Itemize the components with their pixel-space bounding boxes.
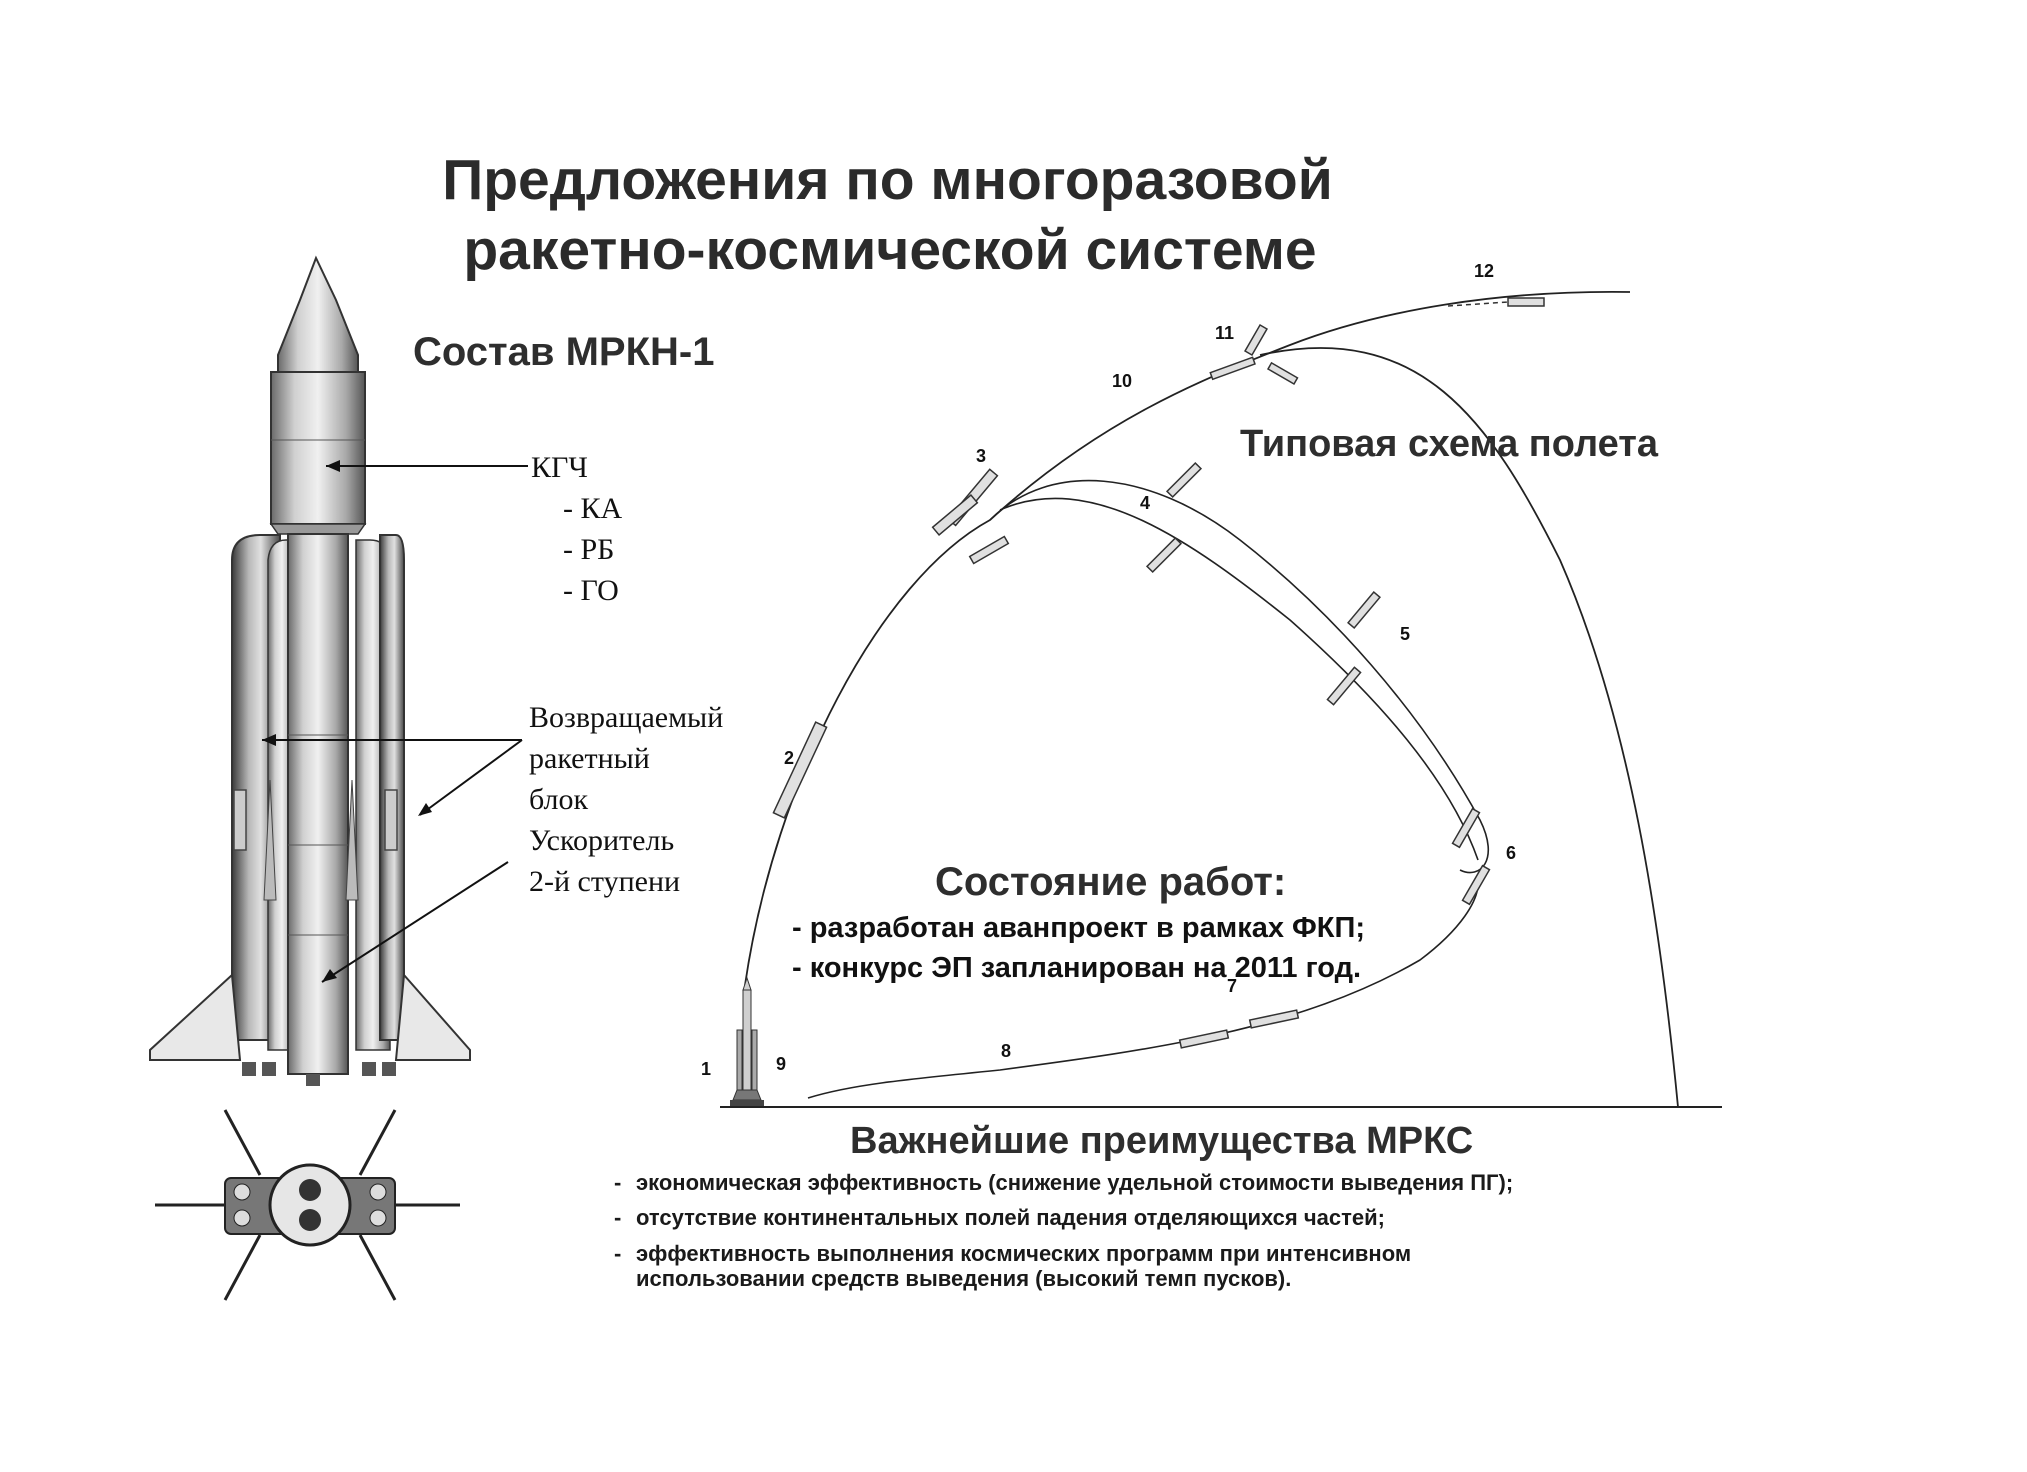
advantage-bullet-3: - <box>614 1241 622 1266</box>
flight-point-4: 4 <box>1140 493 1151 513</box>
flight-scheme-heading: Типовая схема полета <box>1240 423 1658 465</box>
advantages-heading: Важнейшие преимущества МРКС <box>850 1120 1474 1162</box>
flight-point-11: 11 <box>1215 323 1235 343</box>
page-title-line2: ракетно-космической системе <box>463 218 1317 282</box>
launch-rocket <box>730 976 764 1106</box>
advantage-item-3-line1: эффективность выполнения космических про… <box>636 1241 1412 1266</box>
label-ka: - КА <box>563 492 623 525</box>
page-title-line1: Предложения по многоразовой <box>442 148 1333 212</box>
advantage-bullet-2: - <box>614 1205 622 1230</box>
status-item-1: - разработан аванпроект в рамках ФКП; <box>792 912 1366 944</box>
label-returnable-2: ракетный <box>529 742 650 775</box>
label-returnable-3: блок <box>529 783 589 816</box>
label-returnable-1: Возвращаемый <box>529 701 724 734</box>
rocket-bottom-view <box>155 1109 460 1301</box>
advantage-item-3-line2: использовании средств выведения (высокий… <box>636 1266 1292 1291</box>
advantage-item-2: отсутствие континентальных полей падения… <box>636 1205 1385 1230</box>
status-item-2: - конкурс ЭП запланирован на 2011 год. <box>792 952 1362 984</box>
flight-point-5: 5 <box>1400 624 1411 644</box>
label-booster-1: Ускоритель <box>529 824 675 857</box>
orbit-stage-descent <box>1259 347 1679 1108</box>
composition-heading: Состав МРКН-1 <box>413 330 715 374</box>
label-rb: - РБ <box>563 533 615 566</box>
flight-point-6: 6 <box>1506 843 1517 863</box>
booster-return-path-2 <box>999 497 1479 861</box>
flight-point-7: 7 <box>1227 976 1238 996</box>
flight-point-12: 12 <box>1474 261 1495 281</box>
flight-point-8: 8 <box>1001 1041 1012 1061</box>
flight-point-9: 9 <box>776 1054 787 1074</box>
booster-return-path-1 <box>989 479 1490 874</box>
label-go: - ГО <box>563 574 619 607</box>
advantage-item-1: экономическая эффективность (снижение уд… <box>636 1170 1514 1195</box>
label-booster-2: 2-й ступени <box>529 865 681 898</box>
label-kgch: КГЧ <box>531 451 588 484</box>
status-heading: Состояние работ: <box>935 860 1287 904</box>
flight-point-10: 10 <box>1112 371 1133 391</box>
flight-point-2: 2 <box>784 748 795 768</box>
flight-point-1: 1 <box>701 1059 712 1079</box>
advantage-bullet-1: - <box>614 1170 622 1195</box>
flight-point-3: 3 <box>976 446 987 466</box>
